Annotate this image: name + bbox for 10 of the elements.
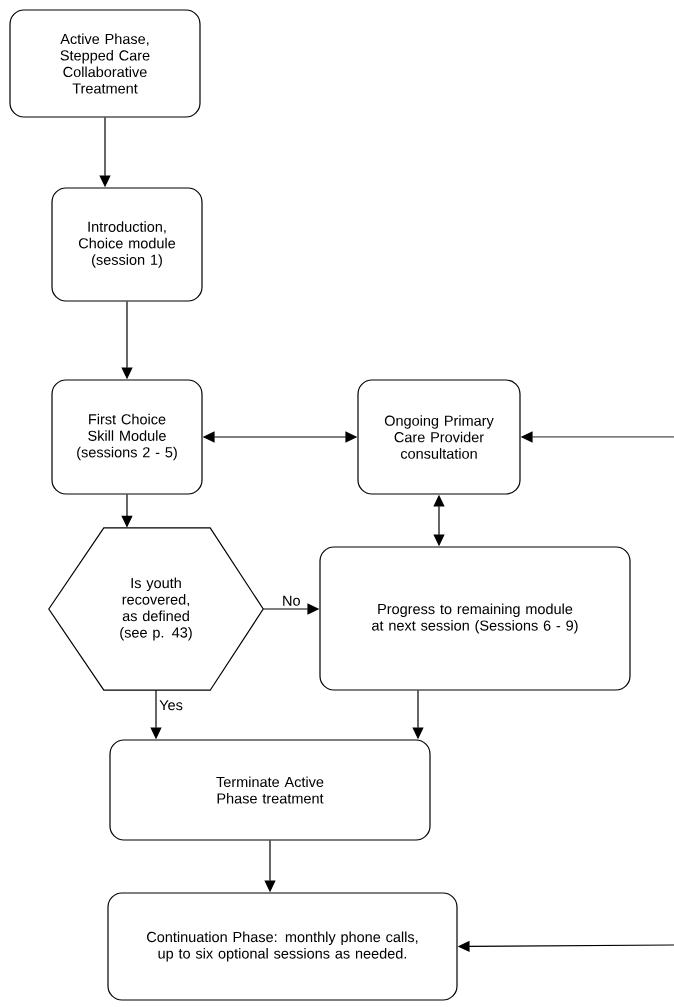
process-box: Progress to remaining module at next session (Sessions 6 - 9) (319, 546, 631, 691)
process-box: First Choice Skill Module (sessions 2 - 5) (51, 379, 203, 495)
edge-label: No (281, 594, 302, 607)
edge-label: Yes (158, 699, 184, 712)
process-box: Active Phase, Stepped Care Collaborative Treatment (9, 9, 201, 118)
process-box: Terminate Active Phase treatment (109, 739, 431, 841)
decision-hexagon: Is youth recovered, as defined (see p. 43) (48, 527, 264, 691)
process-box: Continuation Phase: monthly phone calls, up to six optional sessions as needed. (107, 892, 458, 1001)
process-box: Ongoing Primary Care Provider consultation (357, 379, 521, 495)
process-box: Introduction, Choice module (session 1) (51, 187, 203, 302)
